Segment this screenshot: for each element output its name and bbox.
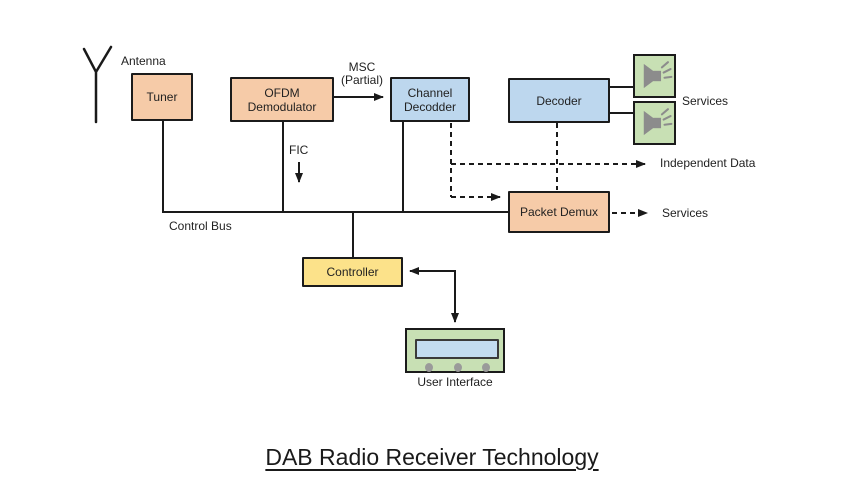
decoder-label: Decoder <box>536 93 582 108</box>
antenna-label: Antenna <box>121 54 166 68</box>
device-button <box>454 363 462 372</box>
msc-partial-label: MSC (Partial) <box>333 61 391 87</box>
user-interface-label: User Interface <box>417 375 493 389</box>
audio-service-box-1 <box>633 54 676 98</box>
independent-data-label: Independent Data <box>660 156 756 170</box>
services-audio-label: Services <box>682 94 729 108</box>
control-bus-label: Control Bus <box>169 219 232 233</box>
antenna-icon <box>82 45 113 124</box>
packet-demux-node: Packet Demux <box>508 191 610 233</box>
diagram-title: DAB Radio Receiver Technology <box>265 444 599 470</box>
controller-node: Controller <box>302 257 403 287</box>
msc-label-line1: MSC <box>348 60 376 74</box>
decoder-node: Decoder <box>508 78 610 123</box>
packet-demux-label: Packet Demux <box>519 205 599 219</box>
device-button <box>482 363 490 372</box>
user-interface-device <box>405 328 505 373</box>
channel-decoder-label: Channel Decodder <box>403 85 457 114</box>
speaker-icon <box>643 61 672 89</box>
lcd-display <box>415 339 499 359</box>
ofdm-demodulator-node: OFDM Demodulator <box>230 77 334 122</box>
channel-decoder-node: Channel Decodder <box>390 77 470 122</box>
audio-service-box-2 <box>633 101 676 145</box>
controller-label: Controller <box>326 265 379 279</box>
tuner-node: Tuner <box>131 73 193 121</box>
msc-label-line2: (Partial) <box>340 73 383 87</box>
speaker-icon <box>643 108 672 136</box>
device-button <box>425 363 433 372</box>
ofdm-demodulator-label: OFDM Demodulator <box>247 85 317 114</box>
fic-label: FIC <box>289 143 309 157</box>
services-packet-label: Services <box>662 206 709 220</box>
tuner-label: Tuner <box>146 90 178 104</box>
